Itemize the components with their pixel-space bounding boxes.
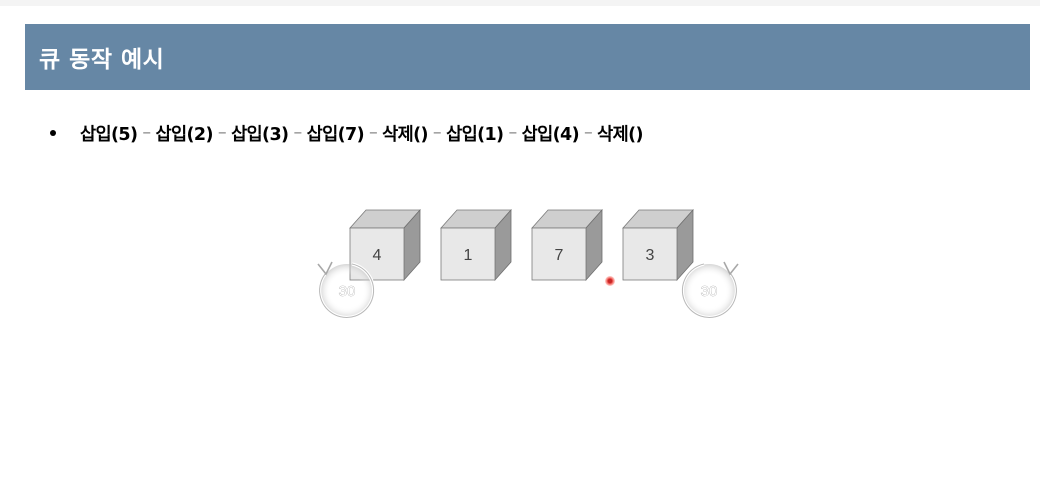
- operation-separator: –: [583, 123, 593, 143]
- front-arrow-label: 30: [701, 283, 718, 300]
- operation-item: 삭제(): [597, 124, 643, 145]
- rear-arrow-outline: [319, 263, 375, 318]
- queue-item-label: 1: [464, 247, 473, 264]
- operation-item: 삽입(4): [521, 124, 580, 145]
- operation-item: 삽입(7): [306, 124, 365, 145]
- rear-arrow-head-icon: [317, 261, 333, 276]
- operation-separator: –: [508, 123, 517, 143]
- front-rotate-arrow: 30: [680, 261, 739, 320]
- cube-front-face: [622, 227, 678, 281]
- queue-item-cube: 3: [622, 208, 694, 282]
- front-arrow-head-icon: [723, 261, 739, 276]
- operation-separator: –: [142, 123, 151, 143]
- queue-items: 4 1 7 3: [349, 208, 694, 282]
- front-arrow-outline: [681, 263, 737, 318]
- operation-separator: –: [293, 123, 302, 143]
- queue-item-cube: 7: [531, 208, 603, 282]
- operation-item: 삭제(): [382, 124, 428, 145]
- operation-item: 삽입(1): [446, 124, 504, 145]
- operation-item: 삽입(2): [155, 124, 214, 145]
- bullet-icon: [50, 130, 56, 136]
- rear-arrow-glow: [320, 264, 374, 318]
- cube-front-face: [531, 227, 587, 281]
- top-strip: [0, 0, 1040, 6]
- title-banner: 큐 동작 예시: [25, 24, 1030, 90]
- slide-title: 큐 동작 예시: [39, 47, 165, 73]
- queue-item-cube: 1: [440, 208, 512, 282]
- operation-item: 삽입(3): [231, 124, 289, 145]
- operation-separator: –: [368, 123, 378, 143]
- operation-sequence: 삽입(5) – 삽입(2) – 삽입(3) – 삽입(7) – 삭제() – 삽…: [80, 121, 644, 146]
- operation-bullet: 삽입(5) – 삽입(2) – 삽입(3) – 삽입(7) – 삭제() – 삽…: [50, 118, 644, 148]
- operation-separator: –: [217, 123, 227, 143]
- queue-item-label: 3: [646, 247, 655, 264]
- rear-arrow-label: 30: [339, 283, 356, 300]
- cube-front-face: [440, 227, 496, 281]
- operation-separator: –: [432, 123, 442, 143]
- operation-item: 삽입(5): [80, 124, 138, 145]
- pointer-dot-core: [608, 279, 612, 283]
- rear-rotate-arrow: 30: [317, 261, 376, 320]
- queue-item-label: 4: [373, 247, 382, 264]
- front-arrow-glow: [682, 264, 736, 318]
- queue-item-label: 7: [555, 247, 564, 264]
